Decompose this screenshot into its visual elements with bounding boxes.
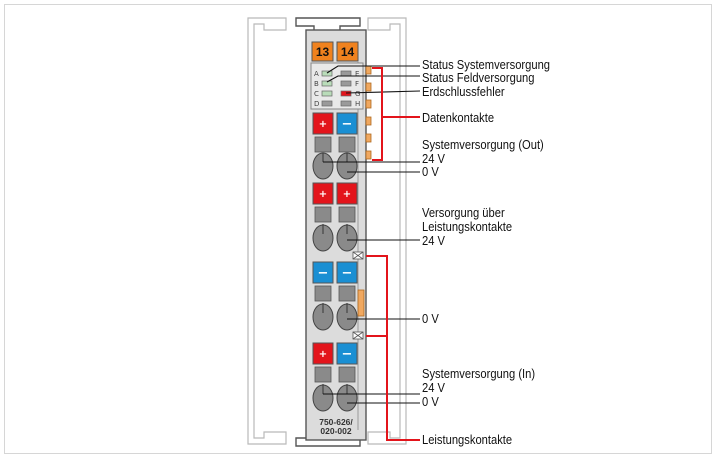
led-letter-g: G [355,90,360,98]
svg-text:+: + [319,189,327,200]
led-d [321,100,333,107]
label-earth-fault: Erdschlussfehler [422,84,505,99]
power-contact-marker-top [352,251,364,260]
part-number-line1: 750-626/ [319,417,353,427]
led-g [340,90,352,97]
label-supply-via-2: Leistungskontakte [422,219,513,234]
label-system-out-24v: 24 V [422,151,446,166]
svg-text:−: − [318,266,329,281]
terminal-14-label: 14 [341,45,355,59]
terminal-13-label: 13 [316,45,330,59]
label-supply-via-1: Versorgung über [422,205,505,220]
svg-text:−: − [342,266,353,281]
led-h [340,100,352,107]
diagram-frame [4,4,712,454]
led-letter-b: B [314,80,319,88]
led-c [321,90,333,97]
part-number-line2: 020-002 [320,426,351,436]
label-system-in-0v: 0 V [422,394,439,409]
label-data-contacts: Datenkontakte [422,110,495,125]
led-f [340,80,352,87]
label-system-in: Systemversorgung (In) [422,366,536,381]
power-contact-side [357,289,365,317]
label-supply-via-24v: 24 V [422,233,446,248]
label-system-in-24v: 24 V [422,380,446,395]
svg-text:+: + [319,119,327,130]
terminal-numbers: 13 14 [311,41,359,62]
terminal-14-box [336,41,359,62]
svg-text:+: + [319,349,327,360]
label-status-field: Status Feldversorgung [422,70,535,85]
leader-lines [323,65,421,404]
svg-text:−: − [342,347,353,362]
led-e [340,70,352,77]
led-letter-a: A [314,70,319,78]
label-status-system: Status Systemversorgung [422,57,551,72]
led-letter-e: E [355,70,359,78]
label-mid-0v: 0 V [422,311,439,326]
terminal-group-3: − − [312,261,358,331]
led-panel: A B C D E F G H [310,62,364,110]
label-system-out-0v: 0 V [422,164,439,179]
terminal-13-box [311,41,334,62]
data-contacts-bracket [372,67,420,161]
led-letter-c: C [314,90,319,98]
led-letter-h: H [355,100,360,108]
svg-text:−: − [342,117,353,132]
led-letter-d: D [314,100,319,108]
svg-text:+: + [343,189,351,200]
power-contact-marker-bottom [352,331,364,340]
led-letter-f: F [355,80,359,88]
label-system-out: Systemversorgung (Out) [422,137,544,152]
led-a [321,70,333,77]
housing-outline [247,17,407,445]
power-contacts-bracket [366,255,420,441]
label-power-contacts: Leistungskontakte [422,432,513,447]
terminal-group-4: + − [312,342,358,412]
data-contacts [365,65,372,160]
led-b [321,80,333,87]
terminal-group-2: + + [312,182,358,252]
